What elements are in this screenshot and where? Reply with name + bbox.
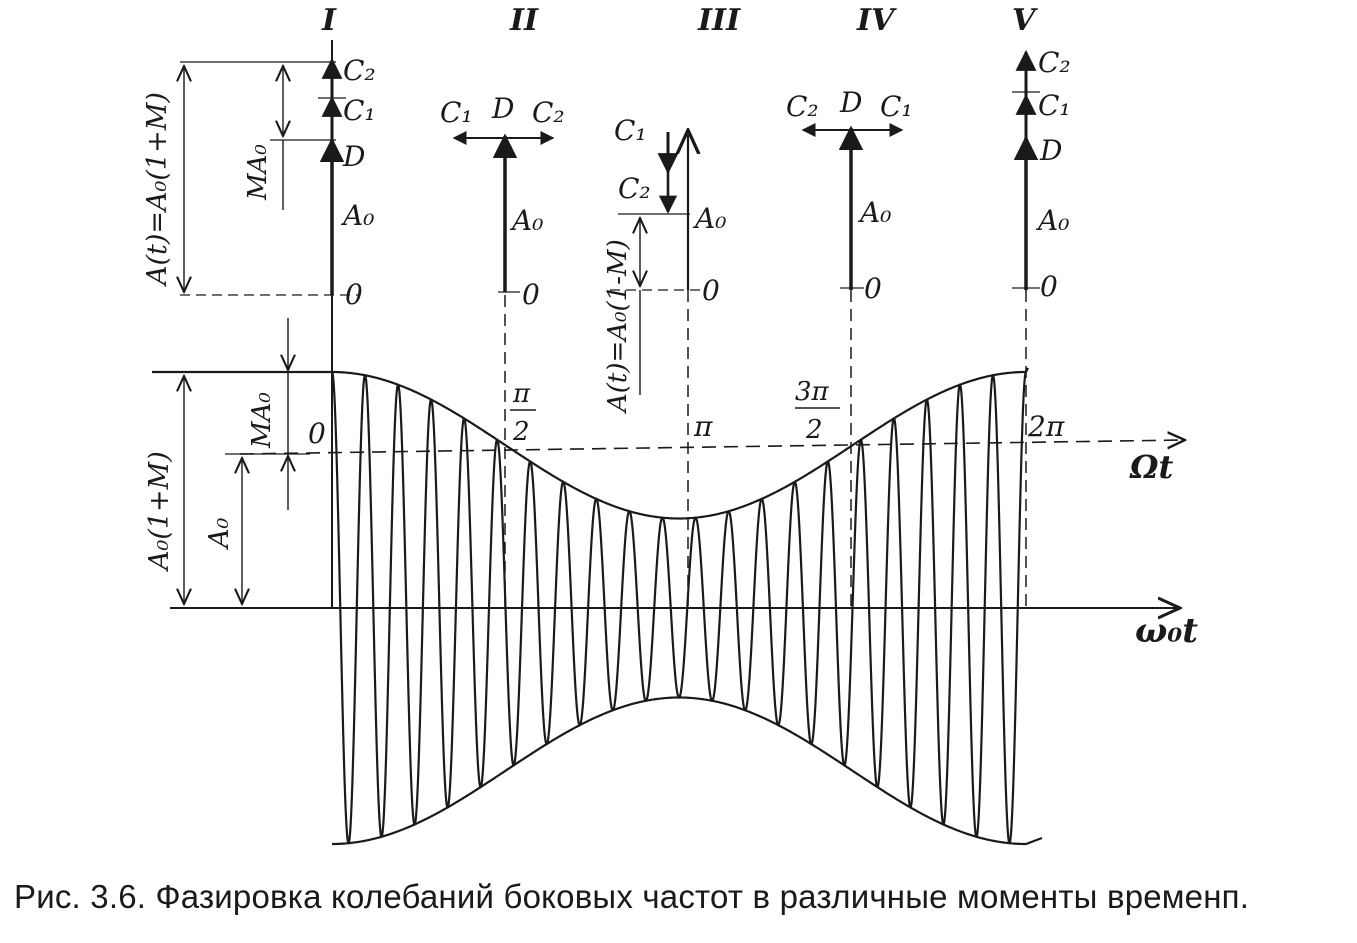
- phase-three-half-den: 2: [805, 415, 823, 445]
- omegat-axis: [239, 440, 1185, 455]
- label-a0-V: A₀: [1035, 204, 1069, 237]
- waveform-dimensions: A₀(1+M) A₀ MA₀: [144, 318, 336, 604]
- phase-pi: π: [693, 410, 713, 443]
- label-envelope-max: A₀(1+M): [144, 451, 175, 573]
- label-zero-III: 0: [702, 274, 720, 307]
- vector-diagram-III: C₁ C₂ A₀ 0 A(t)=A₀(1-M): [603, 114, 726, 414]
- phase-0: 0: [308, 417, 326, 450]
- label-d-IV: D: [839, 86, 862, 119]
- label-zero-I: 0: [345, 278, 363, 311]
- roman-I: I: [321, 3, 337, 38]
- vector-diagram-II: C₁ D C₂ A₀ 0: [440, 92, 565, 311]
- label-c1-III: C₁: [614, 114, 647, 147]
- label-a0-wave: A₀: [204, 518, 235, 551]
- omegat-axis-label: Ωt: [1129, 448, 1173, 486]
- envelope-upper: [152, 367, 1029, 520]
- formula-amin: A(t)=A₀(1-M): [603, 239, 633, 414]
- label-a0-IV: A₀: [857, 196, 891, 229]
- vector-diagram-I: C₂ C₁ D A₀ 0 MA₀ A(t)=A₀(1+M): [142, 54, 376, 311]
- label-c2-III: C₂: [618, 172, 651, 205]
- label-a0-II: A₀: [509, 204, 543, 237]
- vector-diagram-V: C₂ C₁ D A₀ 0: [1012, 46, 1071, 303]
- omega0t-axis-label: ω₀t: [1135, 611, 1198, 651]
- label-zero-II: 0: [522, 278, 540, 311]
- label-zero-IV: 0: [864, 272, 882, 305]
- figure-caption: Рис. 3.6. Фазировка колебаний боковых ча…: [14, 878, 1250, 915]
- envelope-lower: [331, 696, 1043, 846]
- label-c2-IV: C₂: [786, 90, 819, 123]
- label-a0-I: A₀: [340, 199, 374, 232]
- phase-half-pi-num: π: [512, 379, 531, 409]
- label-ma0-I: MA₀: [243, 144, 273, 201]
- roman-III: III: [697, 3, 741, 38]
- label-c2-I: C₂: [343, 54, 376, 87]
- label-ma0-wave: MA₀: [247, 392, 277, 449]
- label-c2-II: C₂: [532, 96, 565, 129]
- vector-diagram-IV: C₂ D C₁ A₀ 0: [786, 86, 913, 305]
- phase-half-pi-den: 2: [512, 417, 530, 447]
- label-d-I: D: [342, 140, 365, 173]
- label-c1-V: C₁: [1038, 89, 1071, 122]
- label-c1-II: C₁: [440, 96, 473, 129]
- roman-IV: IV: [856, 3, 897, 38]
- roman-II: II: [509, 3, 539, 38]
- label-c1-I: C₁: [343, 94, 376, 127]
- phase-2pi: 2π: [1027, 410, 1065, 443]
- label-zero-V: 0: [1040, 270, 1058, 303]
- roman-V: V: [1012, 3, 1038, 38]
- label-d-V: D: [1039, 134, 1062, 167]
- label-c2-V: C₂: [1038, 46, 1071, 79]
- label-d-II: D: [491, 92, 514, 125]
- label-c1-IV: C₁: [880, 90, 913, 123]
- formula-amax: A(t)=A₀(1+M): [142, 92, 173, 288]
- label-a0-III: A₀: [692, 202, 726, 235]
- phase-three-half-num: 3π: [795, 377, 830, 407]
